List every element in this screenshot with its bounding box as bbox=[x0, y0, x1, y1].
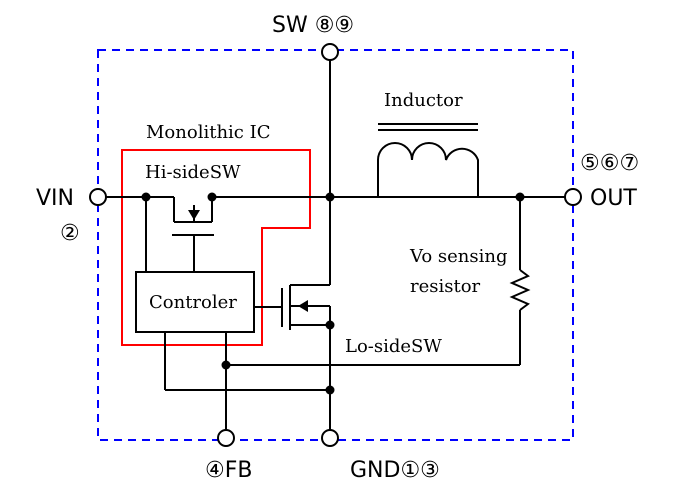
terminal-sw bbox=[321, 43, 339, 61]
controller-label: Controler bbox=[149, 292, 237, 313]
vin-pin-label: VIN bbox=[36, 186, 74, 211]
fb-pin-label: ④FB bbox=[205, 458, 252, 483]
terminal-fb bbox=[217, 429, 235, 447]
hiside-sw-label: Hi-sideSW bbox=[145, 162, 241, 183]
out-pin-label: OUT bbox=[590, 186, 637, 211]
wires bbox=[106, 60, 566, 430]
sw-pin-label: SW ⑧⑨ bbox=[272, 13, 354, 38]
loside-sw-label: Lo-sideSW bbox=[345, 336, 442, 357]
out-pin-number: ⑤⑥⑦ bbox=[580, 151, 639, 176]
monolithic-ic-outline bbox=[121, 149, 311, 346]
package-outline bbox=[97, 49, 574, 441]
junction-nodes bbox=[141, 192, 525, 395]
terminal-out bbox=[564, 188, 582, 206]
monolithic-ic-label: Monolithic IC bbox=[146, 122, 270, 143]
vo-sensing-label-2: resistor bbox=[410, 276, 481, 297]
terminal-vin bbox=[89, 188, 107, 206]
controller-box bbox=[135, 271, 255, 333]
vin-pin-number: ② bbox=[60, 221, 80, 246]
vo-sensing-label-1: Vo sensing bbox=[409, 246, 508, 267]
gnd-pin-label: GND①③ bbox=[350, 458, 440, 483]
terminal-gnd bbox=[321, 429, 339, 447]
inductor-label: Inductor bbox=[384, 90, 463, 111]
